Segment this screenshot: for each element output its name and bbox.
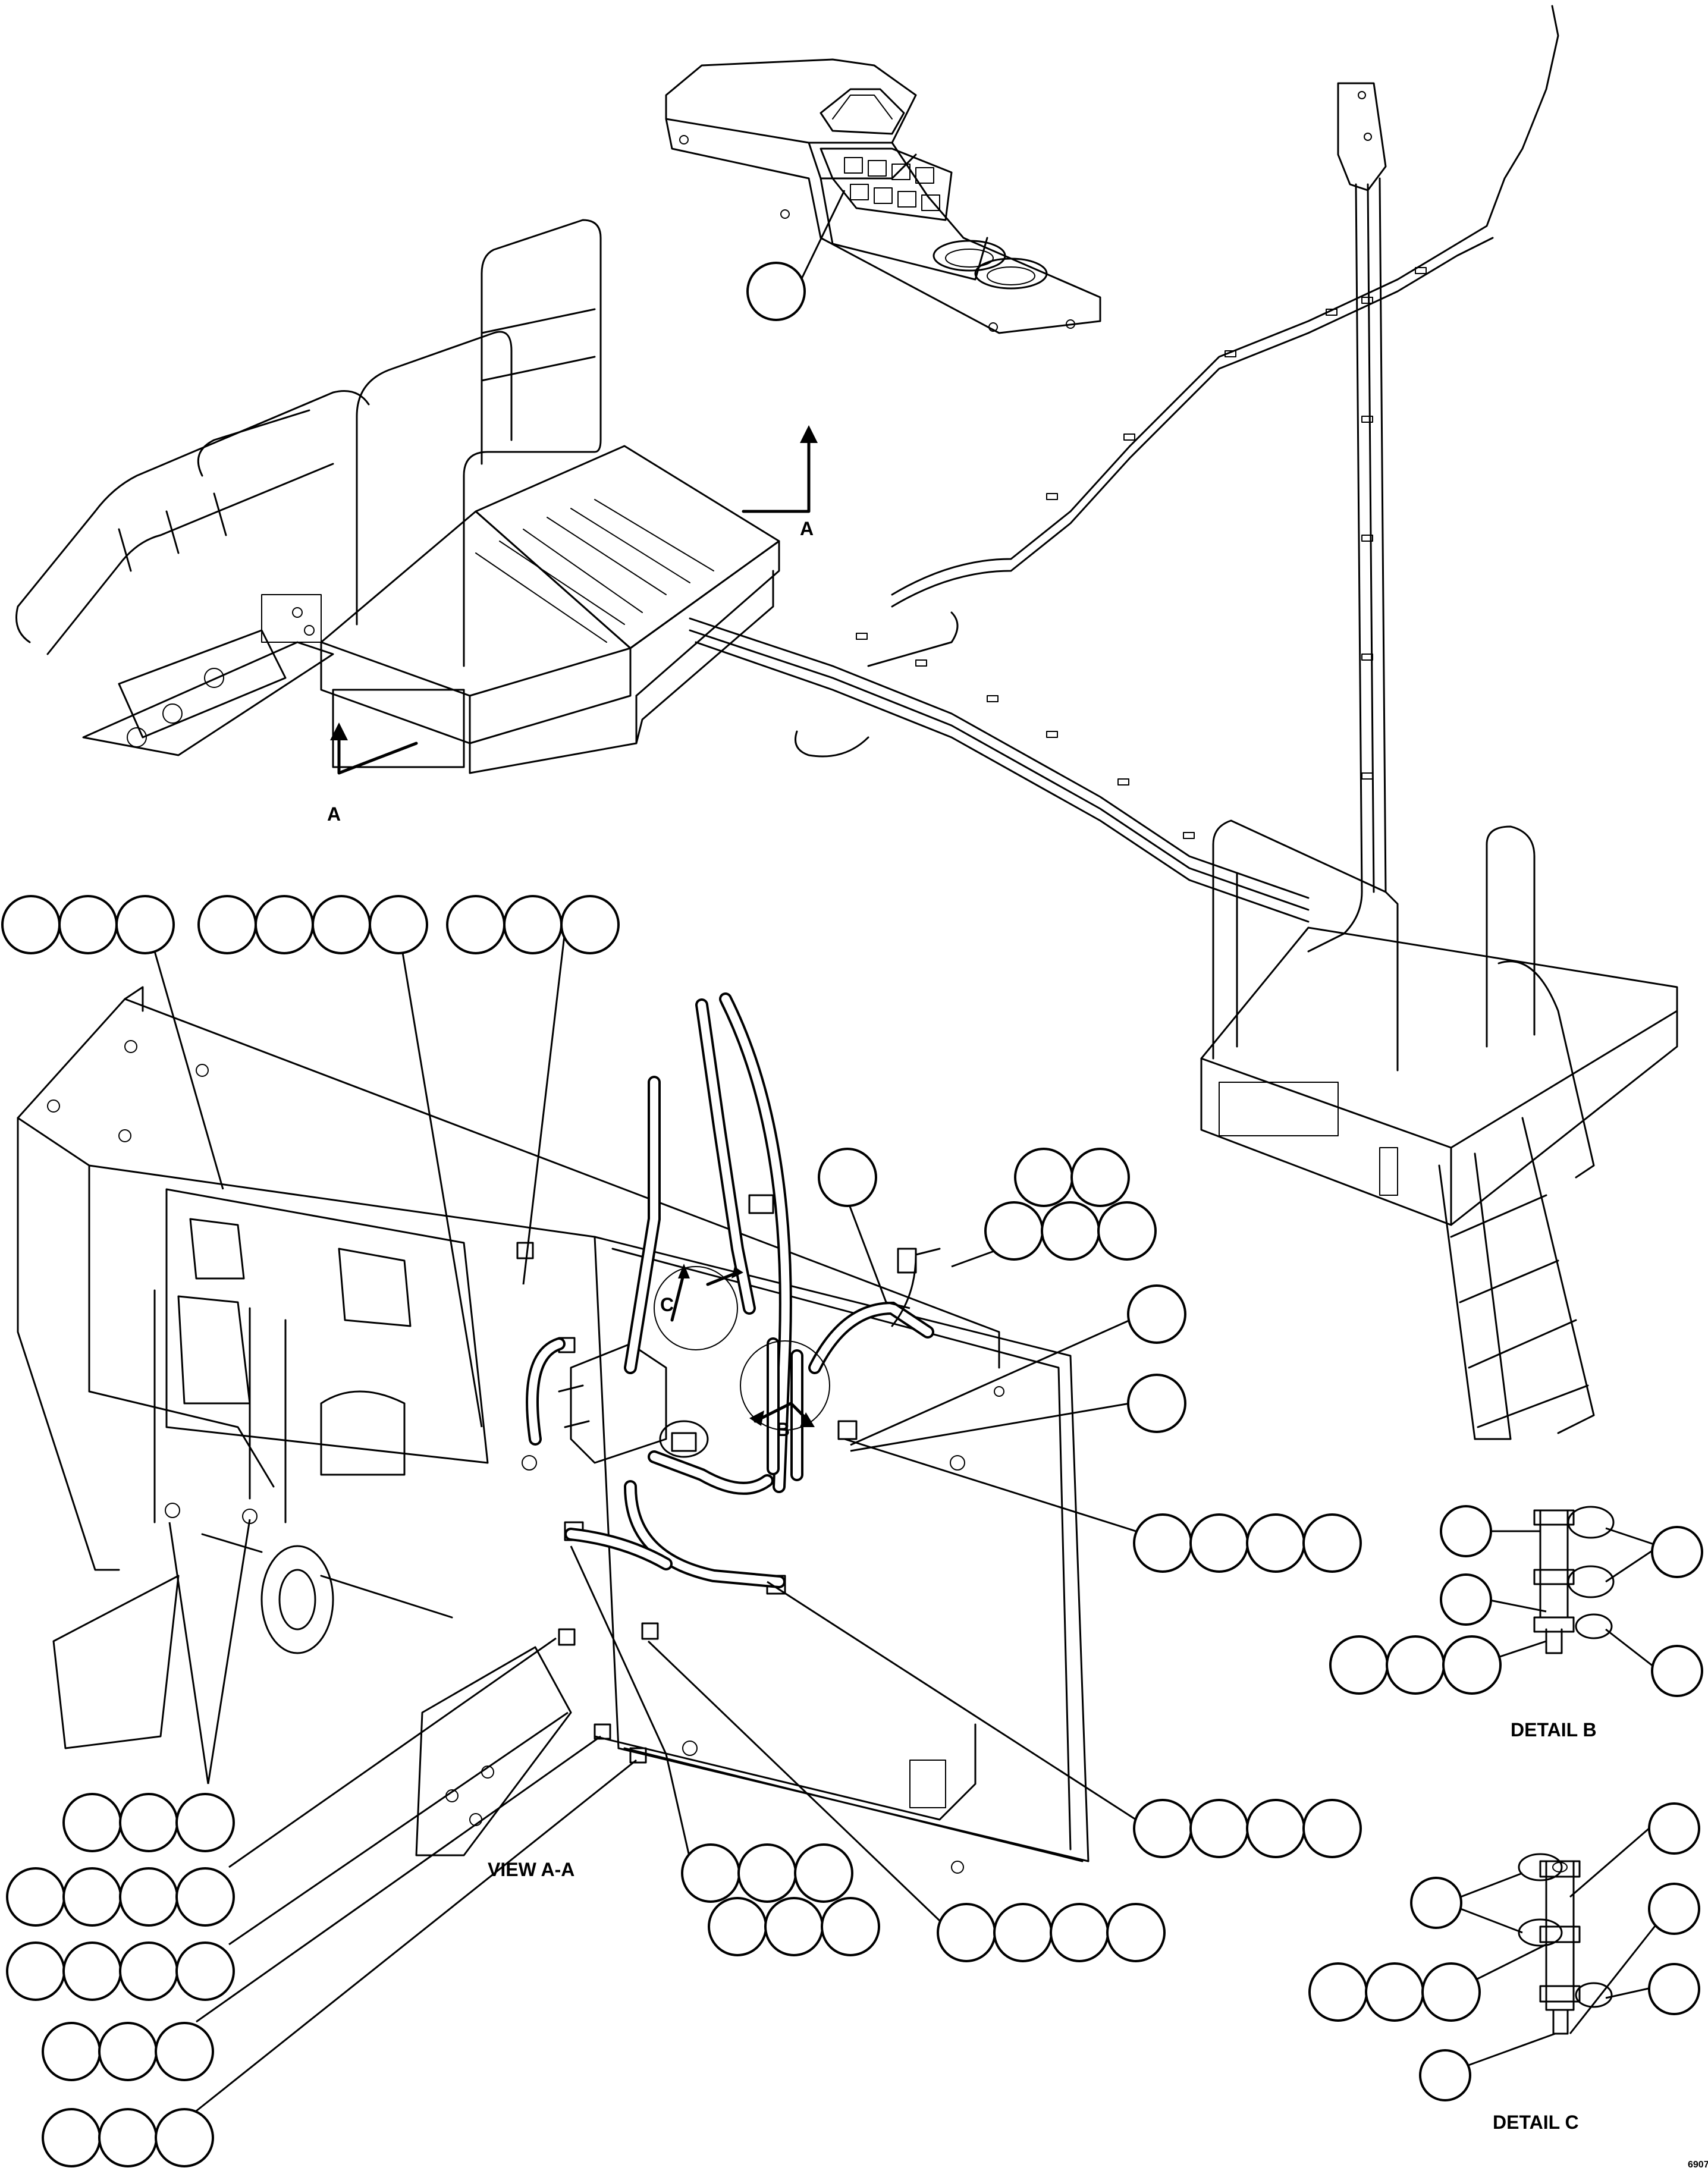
detail-ref-c: C <box>660 1294 674 1315</box>
section-label-a-top: A <box>800 518 814 539</box>
callout-group-top-middle <box>197 895 428 954</box>
callout-group-bottom-center-row <box>937 1903 1166 1962</box>
detail-b-caption: DETAIL B <box>1511 1719 1597 1741</box>
callout-group-detail-b-row <box>1329 1635 1502 1695</box>
callout-group-left-row-2 <box>6 1867 235 1927</box>
callout-right-single-2 <box>1127 1374 1186 1433</box>
callout-group-valve-cluster <box>984 1148 1157 1261</box>
callout-group-top-left <box>1 895 175 954</box>
callout-group-right-row <box>1133 1513 1362 1573</box>
callout-group-left-row-4 <box>42 2022 214 2081</box>
detail-b-circle <box>740 1340 830 1431</box>
section-arrow-bottom: A <box>327 722 418 825</box>
section-arrow-top: A <box>742 425 818 539</box>
callout-group-detail-c-singles <box>1410 1802 1700 2101</box>
left-platform-assembly <box>15 219 780 774</box>
callout-group-detail-c-row <box>1308 1962 1481 2022</box>
callout-right-single-1 <box>1127 1284 1186 1344</box>
callout-group-left-row-3 <box>6 1941 235 2001</box>
drawing-number: 69071 <box>1688 2160 1708 2170</box>
detail-ref-b: B <box>776 1419 790 1440</box>
callout-group-bottom-center-cluster <box>681 1843 880 1956</box>
callout-leaders <box>147 190 1660 2112</box>
section-label-a-bottom: A <box>327 803 341 825</box>
view-caption: VIEW A-A <box>488 1859 574 1880</box>
callout-group-left-row-1 <box>62 1793 235 1852</box>
detail-b: DETAIL B <box>1511 1506 1615 1741</box>
operator-console <box>665 58 1101 334</box>
right-platform-assembly <box>1200 819 1678 1440</box>
callout-console <box>746 262 806 321</box>
callout-group-top-right <box>446 895 620 954</box>
callout-group-lower-right-row <box>1133 1799 1362 1858</box>
detail-c-circle <box>654 1266 738 1350</box>
view-a-a: C B VIEW A-A <box>17 986 1090 1880</box>
hose-routing <box>689 5 1559 953</box>
callout-group-detail-b-singles <box>1440 1505 1703 1697</box>
callout-group-left-row-5 <box>42 2108 214 2167</box>
detail-c-caption: DETAIL C <box>1493 2112 1579 2133</box>
callout-bubbles <box>1 262 1703 2167</box>
detail-c: DETAIL C <box>1493 1853 1613 2133</box>
callout-middle-single <box>818 1148 877 1207</box>
